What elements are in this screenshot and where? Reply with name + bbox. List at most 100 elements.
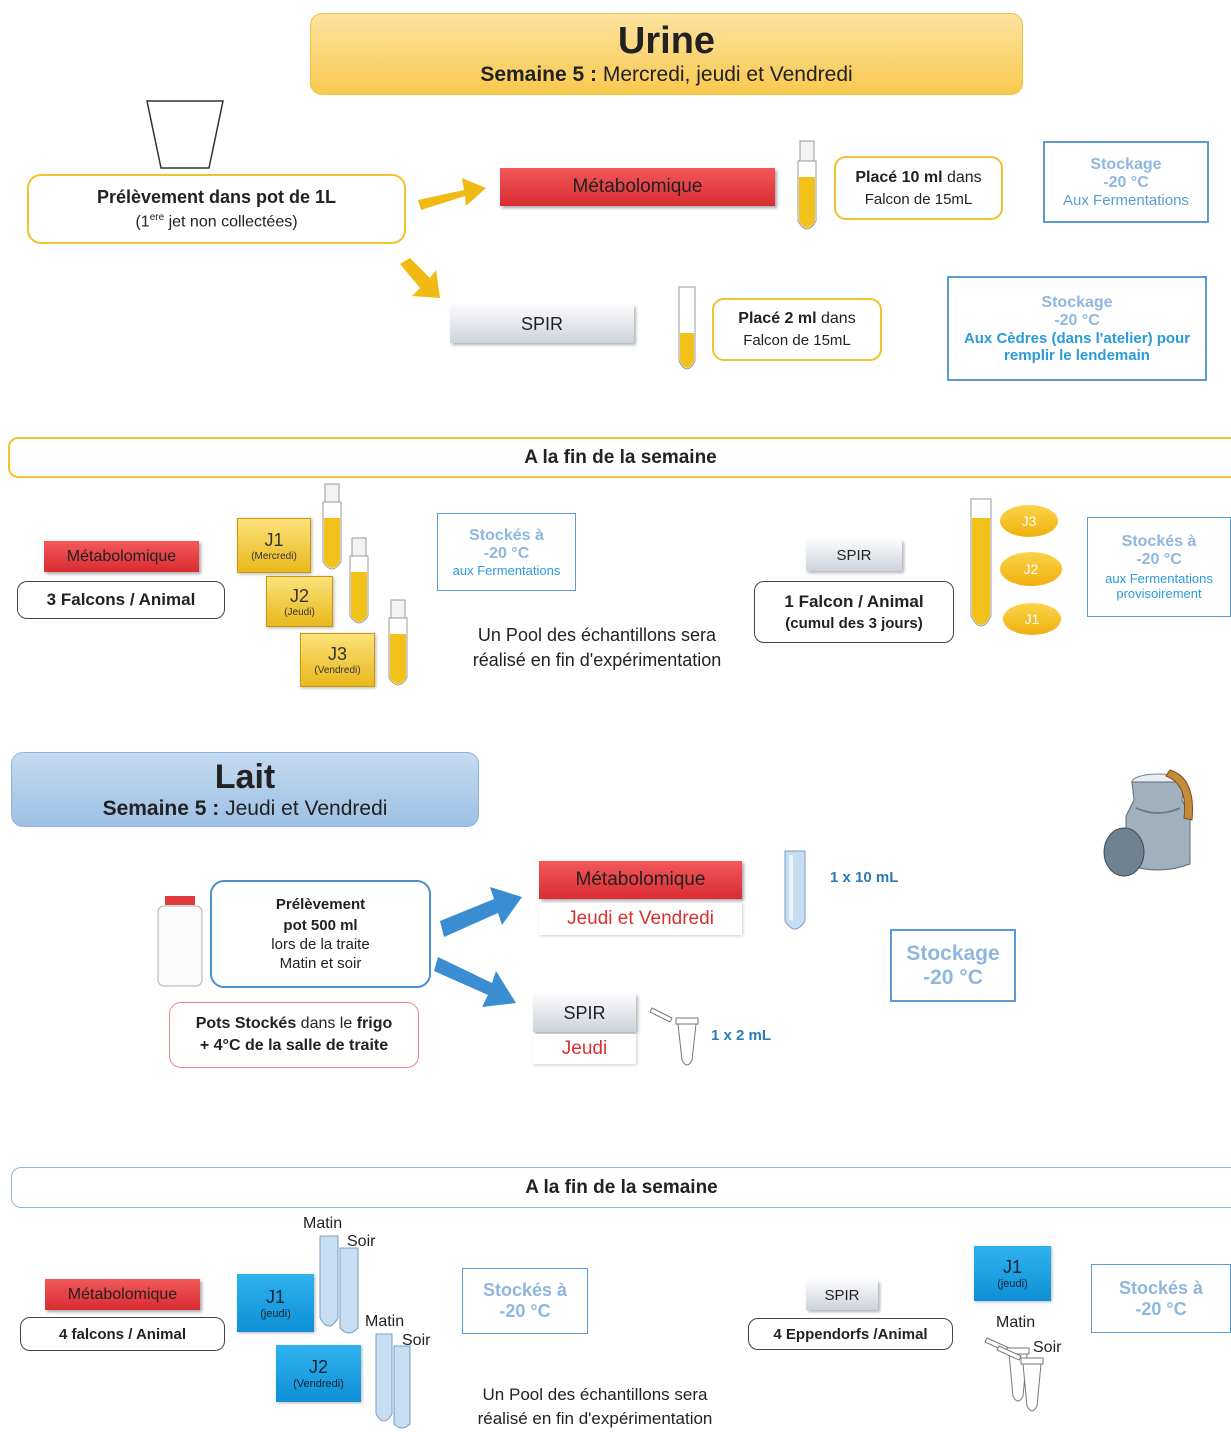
urine-j2: J2 [289,585,309,606]
bottle-icon [157,896,203,987]
urine-stored-temp: -20 °C [483,544,530,562]
urine-place10-box: Placé 10 ml dans Falcon de 15mL [834,156,1003,220]
lait-spir-label: SPIR [563,1002,606,1023]
stored2-title: Stockés à [1121,533,1197,550]
pots-line1: Pots Stockés dans le frigo [196,1015,393,1033]
lait-soir1: Soir [347,1233,376,1250]
urine-j3-day: (Vendredi) [314,665,361,676]
lait-vol10: 1 x 10 mL [830,869,899,886]
place10-bold: Placé 10 ml [855,168,943,186]
lait-r-soir: Soir [1033,1339,1062,1356]
urine-end-spir-label: SPIR [836,547,872,564]
lait-collect-line1: Prélèvement [275,896,366,913]
lait-metabo-button[interactable]: Métabolomique [539,861,742,899]
urine-spir-button[interactable]: SPIR [450,305,634,343]
lait-r-j1-tag: J1 (jeudi) [974,1246,1051,1301]
lait-j2-day: (Vendredi) [293,1378,344,1390]
urine-banner: Urine Semaine 5 : Mercredi, jeudi et Ven… [310,13,1023,95]
urine-end-week-bar: A la fin de la semaine [8,437,1231,478]
lait-stored-box: Stockés à -20 °C [462,1268,588,1334]
urine-end-week-label: A la fin de la semaine [524,446,717,468]
urine-j1-day: (Mercredi) [251,550,297,562]
lait-pool-line1: Un Pool des échantillons sera [482,1385,708,1404]
lait-spir-button[interactable]: SPIR [533,994,636,1032]
urine-end-spir-box: 1 Falcon / Animal (cumul des 3 jours) [754,581,954,643]
lait-j2: J2 [308,1357,328,1377]
urine-e-j1: J1 [1003,603,1061,635]
lait-pool-note: Un Pool des échantillons sera réalisé en… [455,1382,735,1432]
pots-mid: dans le [296,1015,357,1032]
place2-bold: Placé 2 ml [738,310,817,327]
falcon-tube-icon [349,537,369,624]
urine-place2-box: Placé 2 ml dans Falcon de 15mL [712,298,882,361]
lait-metabo-days-label: Jeudi et Vendredi [567,908,714,929]
urine-stored-box: Stockés à -20 °C aux Fermentations [437,513,576,591]
falcon-tube-icon [319,1235,359,1334]
arrow-icon [400,258,440,298]
urine-week: Semaine 5 : Mercredi, jeudi et Vendredi [480,63,852,87]
stock1-temp: -20 °C [1103,173,1149,191]
place2-rest: dans [816,310,856,327]
urine-pool-note: Un Pool des échantillons sera réalisé en… [440,620,754,676]
lait-r-j1: J1 [1002,1257,1022,1277]
stored2-temp: -20 °C [1136,551,1182,568]
lait-end-epp-label: 4 Eppendorfs /Animal [773,1325,928,1343]
lait-end-falcons: 4 falcons / Animal [20,1317,225,1351]
lait-end-metabo-label: Métabolomique [67,1285,178,1303]
urine-stock2-box: Stockage -20 °C Aux Cèdres (dans l'ateli… [947,276,1207,381]
arrow-icon [434,957,516,1007]
lait-stored2-temp: -20 °C [1135,1298,1187,1319]
urine-week-colon: : [590,63,603,86]
lait-spir-days-label: Jeudi [561,1038,608,1059]
urine-stock1-box: Stockage -20 °C Aux Fermentations [1043,141,1209,223]
lait-vol2: 1 x 2 mL [711,1027,772,1044]
lait-end-week-label: A la fin de la semaine [525,1176,718,1198]
lait-stock-temp: -20 °C [923,965,983,989]
urine-j3-tag: J3 (Vendredi) [300,633,375,687]
urine-stored-title: Stockés à [469,526,544,544]
pots-bold2: frigo [356,1015,393,1032]
lait-collect-line4: Matin et soir [279,955,362,972]
place10-line2: Falcon de 15mL [864,190,973,208]
lait-metabo-days: Jeudi et Vendredi [539,903,742,935]
lait-stored-temp: -20 °C [499,1301,551,1321]
urine-pool-line2: réalisé en fin d'expérimentation [472,650,722,670]
urine-collect-box: Prélèvement dans pot de 1L (1ere jet non… [27,174,406,244]
urine-end-metabo: Métabolomique [44,541,199,572]
urine-end-spir: SPIR [806,540,902,571]
urine-pool-line1: Un Pool des échantillons sera [477,625,717,645]
stock1-place: Aux Fermentations [1063,191,1189,209]
urine-metabo-button[interactable]: Métabolomique [500,168,775,206]
falcon-tube-icon [388,599,408,686]
stock1-title: Stockage [1090,155,1162,173]
lait-spir-days: Jeudi [533,1034,636,1064]
lait-end-spir: SPIR [806,1280,878,1310]
lait-week: Semaine 5 : Jeudi et Vendredi [103,797,388,821]
lait-end-spir-label: SPIR [824,1286,860,1304]
lait-stored2-box: Stockés à -20 °C [1091,1264,1231,1333]
lait-j1: J1 [265,1286,285,1307]
spir-box-line1: 1 Falcon / Animal [784,592,924,611]
urine-j1: J1 [264,529,284,550]
falcon-tube-icon [375,1333,411,1429]
stored2-line3: aux Fermentations [1105,571,1213,586]
collect-post: jet non collectées) [164,213,298,231]
urine-spir-label: SPIR [520,313,563,334]
lait-stored-title: Stockés à [482,1280,568,1300]
pots-line2: + 4°C de la salle de traite [199,1037,389,1054]
urine-title: Urine [617,20,716,62]
lait-stock-title: Stockage [906,941,1000,965]
urine-e-j2: J2 [1000,552,1062,586]
falcon-tube-icon [784,850,806,930]
collect-pre: (1 [135,213,150,231]
lait-collect-line3: lors de la traite [271,936,370,953]
lait-pots-box: Pots Stockés dans le frigo + 4°C de la s… [169,1002,419,1068]
urine-end-falcons: 3 Falcons / Animal [17,581,225,619]
urine-end-falcons-label: 3 Falcons / Animal [46,590,196,609]
arrow-icon [440,887,522,937]
pots-bold1: Pots Stockés [195,1015,297,1032]
place10-rest: dans [942,168,982,186]
lait-j2-tag: J2 (Vendredi) [276,1345,361,1402]
urine-stored-place: aux Fermentations [452,562,561,578]
collect-sup: ere [149,211,165,223]
